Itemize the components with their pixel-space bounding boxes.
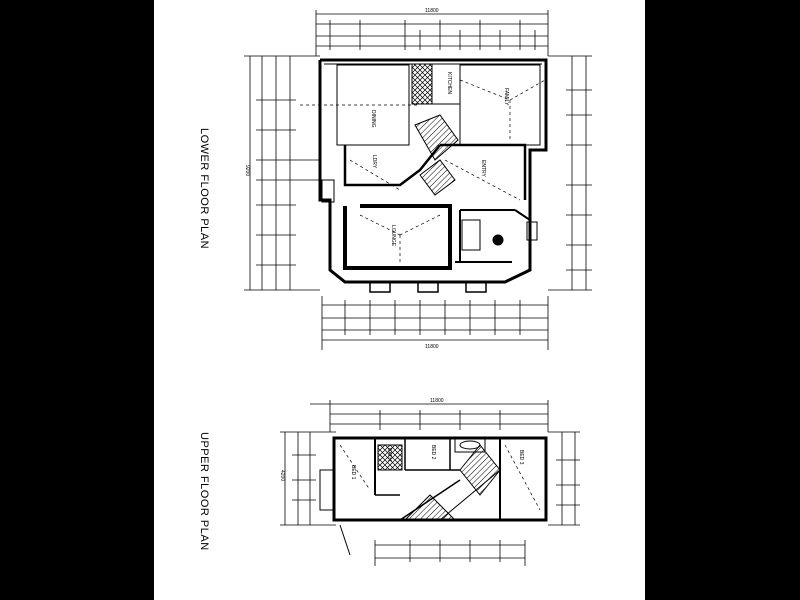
lower-right-dimensions bbox=[548, 55, 592, 291]
room-label-bed3: BED 3 bbox=[518, 450, 524, 465]
upper-floor-plan bbox=[280, 400, 580, 566]
upper-right-dimensions bbox=[548, 431, 580, 526]
lower-left-total: 9200 bbox=[244, 165, 250, 176]
room-label-dining: DINING bbox=[370, 110, 376, 128]
room-label-bed2: BED 2 bbox=[430, 445, 436, 460]
upper-top-total: 11800 bbox=[430, 398, 444, 404]
room-label-kitchen: KITCHEN bbox=[446, 72, 452, 94]
room-label-laundry: LDRY bbox=[371, 155, 377, 169]
upper-top-dimensions bbox=[310, 400, 549, 432]
room-label-entry: ENTRY bbox=[480, 160, 486, 178]
room-label-lounge: LOUNGE bbox=[390, 225, 396, 247]
room-label-bath: BATH bbox=[386, 448, 392, 461]
lower-left-dimensions bbox=[244, 55, 320, 291]
lower-floor-plan bbox=[244, 10, 592, 350]
drawing-sheet bbox=[154, 0, 645, 600]
upper-walls bbox=[319, 436, 548, 556]
room-label-bed1: BED 1 bbox=[350, 465, 356, 480]
upper-bottom-dimensions bbox=[374, 540, 526, 566]
lower-top-total: 11800 bbox=[425, 8, 439, 14]
lower-top-dimensions bbox=[315, 10, 549, 56]
lower-bottom-total: 11800 bbox=[425, 344, 439, 350]
room-label-family: FAMILY bbox=[503, 88, 509, 106]
lower-walls bbox=[300, 58, 548, 293]
lower-floor-plan-label: LOWER FLOOR PLAN bbox=[198, 128, 210, 250]
upper-left-total: 4200 bbox=[279, 470, 285, 481]
lower-bottom-dimensions bbox=[321, 296, 549, 350]
lower-room-labels: DINING KITCHEN FAMILY LOUNGE ENTRY LDRY bbox=[370, 72, 509, 247]
upper-floor-plan-label: UPPER FLOOR PLAN bbox=[198, 432, 210, 551]
upper-room-labels: BED 1 BED 2 BED 3 BATH bbox=[350, 445, 524, 480]
dimension-totals: 11800 11800 9200 11800 4200 bbox=[244, 8, 444, 481]
upper-left-dimensions bbox=[280, 431, 336, 526]
